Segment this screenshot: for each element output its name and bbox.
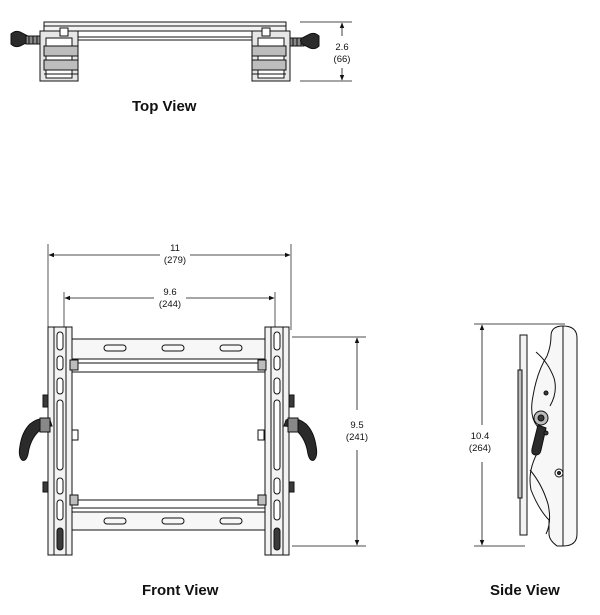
front-view-title: Front View	[142, 582, 219, 599]
top-left-bracket	[39, 27, 79, 82]
top-left-knob-icon	[10, 30, 41, 48]
front-inner-width-dimension	[63, 292, 276, 330]
front-right-upright	[257, 326, 295, 556]
top-depth-dimension	[300, 21, 352, 82]
top-view	[10, 21, 352, 82]
top-wall-plate	[43, 30, 287, 38]
front-right-handle-icon	[283, 417, 318, 461]
top-depth-metric: (66)	[334, 54, 351, 65]
top-depth-value: 2.6	[335, 42, 348, 53]
front-left-upright	[42, 326, 79, 556]
front-bottom-rail	[69, 499, 267, 531]
front-top-rail	[69, 338, 267, 373]
top-right-knob-icon	[289, 32, 320, 50]
top-right-bracket	[251, 27, 291, 82]
front-height-metric: (241)	[346, 432, 368, 443]
side-height-metric: (264)	[469, 443, 491, 454]
side-view-title: Side View	[490, 582, 560, 599]
top-view-title: Top View	[132, 98, 197, 115]
side-pivot-knob-icon	[531, 390, 564, 478]
front-width-dimension	[47, 244, 292, 330]
front-height-value: 9.5	[350, 420, 363, 431]
front-height-dimension	[292, 336, 366, 547]
front-width-value: 11	[170, 243, 180, 254]
front-left-handle-icon	[18, 417, 53, 461]
side-height-value: 10.4	[471, 431, 490, 442]
front-view	[18, 244, 366, 556]
side-view	[474, 323, 578, 547]
side-height-dimension	[474, 323, 565, 547]
front-inner-width-value: 9.6	[163, 287, 176, 298]
front-inner-width-metric: (244)	[159, 299, 181, 310]
front-width-metric: (279)	[164, 255, 186, 266]
